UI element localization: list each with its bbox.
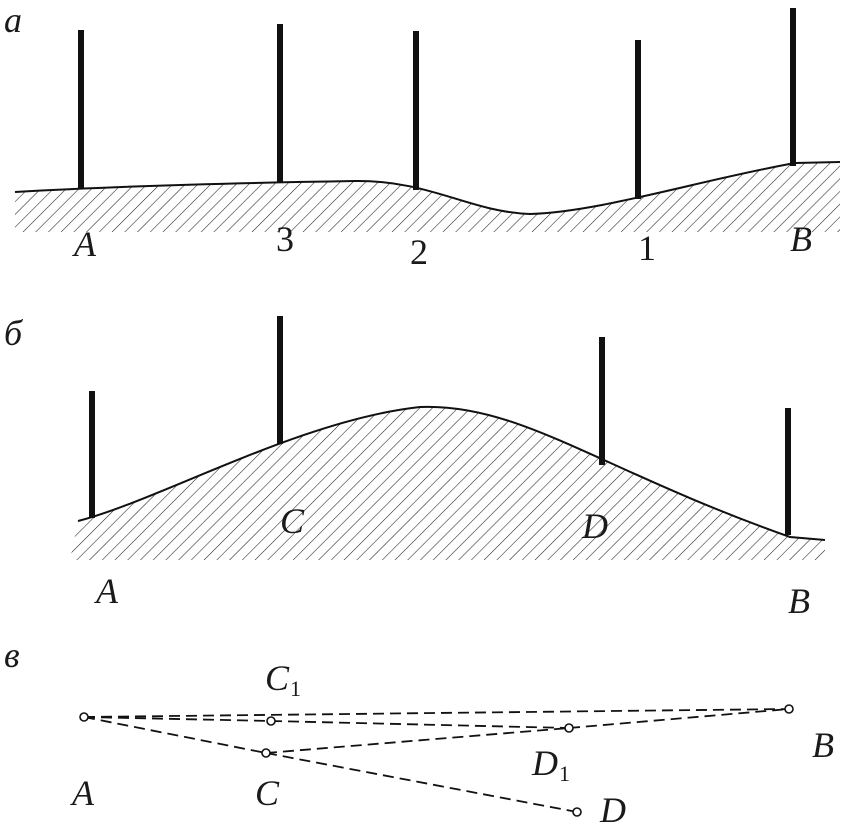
line-C-D1	[265, 727, 570, 754]
ground-profile-b	[77, 405, 826, 541]
label-C-b: C	[280, 501, 305, 541]
point-C1-v	[266, 716, 276, 726]
panel-v-letter: в	[4, 635, 20, 675]
terrain-hatching-b	[70, 406, 825, 560]
line-A-C1	[83, 716, 272, 722]
label-D-v: D	[599, 790, 626, 827]
label-A-a: A	[72, 224, 97, 264]
point-C-v	[261, 748, 271, 758]
label-2-a: 2	[410, 232, 428, 272]
point-B-v	[784, 704, 794, 714]
terrain-hatching-a	[15, 162, 840, 232]
panel-b-letter: б	[4, 313, 24, 353]
line-A-C	[83, 716, 267, 754]
label-C1-v: C1	[265, 658, 301, 701]
label-B-a: B	[790, 219, 812, 259]
ground-profile-a	[14, 161, 841, 216]
label-B-v: B	[812, 725, 834, 765]
label-B-b: B	[788, 581, 810, 621]
label-D-b: D	[581, 506, 608, 546]
line-C-D	[265, 752, 578, 813]
line-C1-D1	[270, 720, 570, 729]
label-3-a: 3	[276, 219, 294, 259]
point-D-v	[572, 807, 582, 817]
label-A-b: A	[94, 571, 119, 611]
panel-v: в C1 B D1 A C D	[4, 635, 834, 827]
point-A-v	[79, 712, 89, 722]
point-D1-v	[564, 723, 574, 733]
label-D1-v: D1	[531, 743, 570, 786]
panel-a-letter: а	[4, 0, 22, 40]
line-A-B	[83, 708, 790, 718]
label-C-v: C	[255, 773, 280, 813]
label-1-a: 1	[638, 228, 656, 268]
panel-a: а A 3 2 1 B	[4, 0, 841, 272]
label-A-v: A	[70, 773, 95, 813]
line-D1-B	[568, 708, 790, 729]
panel-b: б C D A B	[4, 313, 826, 621]
